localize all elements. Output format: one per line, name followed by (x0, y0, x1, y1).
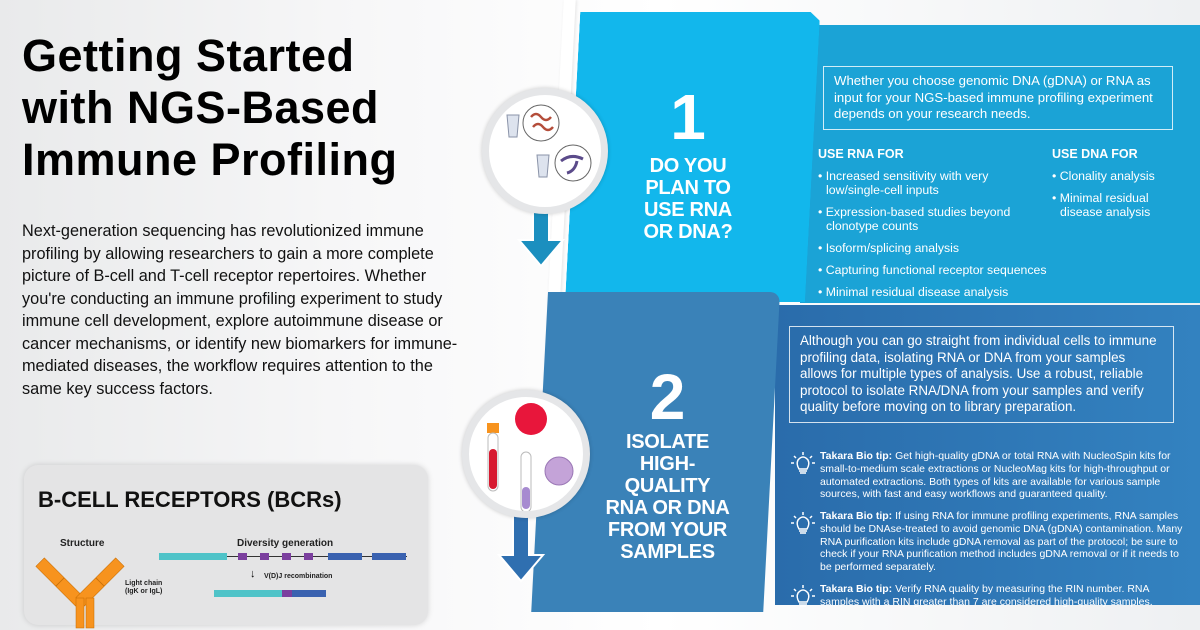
step2-intro-box: Although you can go straight from indivi… (789, 326, 1174, 423)
heading-line: FROM YOUR (607, 519, 728, 541)
samples-icon (487, 403, 574, 513)
lightbulb-icon (791, 452, 815, 474)
heading-line: ISOLATE (625, 431, 710, 453)
tip-label: Takara Bio tip: (820, 450, 893, 462)
title-line: Getting Started (22, 30, 355, 81)
diversity-label: Diversity generation (237, 538, 334, 549)
gene-line (227, 556, 407, 557)
step-number: 1 (670, 81, 706, 153)
title-line: with NGS-Based (22, 82, 380, 133)
list-item: Minimal residual disease analysis (818, 285, 1043, 299)
heading-line: QUALITY (624, 475, 711, 497)
question-line: PLAN TO (645, 177, 731, 199)
question-line: USE RNA (644, 199, 732, 221)
list-item: Minimal residual disease analysis (1052, 191, 1172, 219)
step1-intro-box: Whether you choose genomic DNA (gDNA) or… (823, 66, 1173, 130)
heading-line: RNA OR DNA (605, 497, 730, 519)
intro-paragraph: Next-generation sequencing has revolutio… (22, 222, 458, 398)
d-segment (238, 553, 247, 560)
question-line: DO YOU (649, 155, 727, 177)
tip-text: If using RNA for immune profiling experi… (820, 510, 1183, 574)
v-segment (159, 553, 227, 560)
sample-types-illustration (462, 390, 590, 518)
list-item: Isoform/splicing analysis (818, 241, 1043, 255)
bcr-card: B-CELL RECEPTORS (BCRs) Structure Divers… (24, 465, 428, 629)
lightbulb-icon (791, 585, 815, 607)
dna-heading: USE DNA FOR (1052, 147, 1138, 161)
d-segment (304, 553, 313, 560)
tip-3: Takara Bio tip: Verify RNA quality by me… (790, 583, 1190, 609)
rna-column: USE RNA FOR Increased sensitivity with v… (818, 147, 1047, 307)
rna-dna-illustration (482, 88, 608, 214)
recombined-segment (282, 590, 292, 597)
list-item: Expression-based studies beyond clonotyp… (818, 205, 1043, 233)
recombined-segment (214, 590, 282, 597)
tip-label: Takara Bio tip: (820, 510, 893, 522)
c-segment (328, 553, 362, 560)
rna-heading: USE RNA FOR (818, 147, 904, 161)
structure-label: Structure (60, 538, 105, 549)
lightbulb-icon (791, 512, 815, 534)
tip-text: Get high-quality gDNA or total RNA with … (820, 450, 1171, 501)
page-title: Getting Started with NGS-Based Immune Pr… (22, 30, 398, 186)
bcr-heading: B-CELL RECEPTORS (BCRs) (38, 487, 342, 512)
heading-line: HIGH- (639, 453, 696, 475)
list-item: Capturing functional receptor sequences (818, 263, 1047, 277)
recombined-segment (292, 590, 326, 597)
tip-2: Takara Bio tip: If using RNA for immune … (790, 510, 1190, 574)
d-segment (260, 553, 269, 560)
recombination-label: V(D)J recombination (264, 573, 333, 580)
title-line: Immune Profiling (22, 134, 398, 185)
step1-heading: 1 DO YOU PLAN TO USE RNA OR DNA? (618, 85, 758, 243)
d-segment (282, 553, 291, 560)
step-number: 2 (649, 361, 686, 433)
list-item: Clonality analysis (1052, 169, 1172, 183)
down-arrow-icon: ↓ (250, 568, 256, 580)
tubes-dna-icon (506, 104, 592, 182)
dna-column: USE DNA FOR Clonality analysis Minimal r… (1052, 147, 1172, 227)
light-chain-label: Light chain (IgK or IgL) (125, 580, 163, 595)
step2-detail-panel (775, 305, 1200, 605)
question-line: OR DNA? (643, 221, 733, 243)
tip-label: Takara Bio tip: (820, 583, 893, 595)
step1-detail-panel (800, 25, 1200, 303)
tip-1: Takara Bio tip: Get high-quality gDNA or… (790, 450, 1190, 501)
c-segment (372, 553, 406, 560)
heading-line: SAMPLES (620, 541, 715, 563)
antibody-icon (35, 557, 125, 629)
step2-heading: 2 ISOLATE HIGH- QUALITY RNA OR DNA FROM … (585, 365, 750, 563)
list-item: Increased sensitivity with very low/sing… (818, 169, 1043, 197)
